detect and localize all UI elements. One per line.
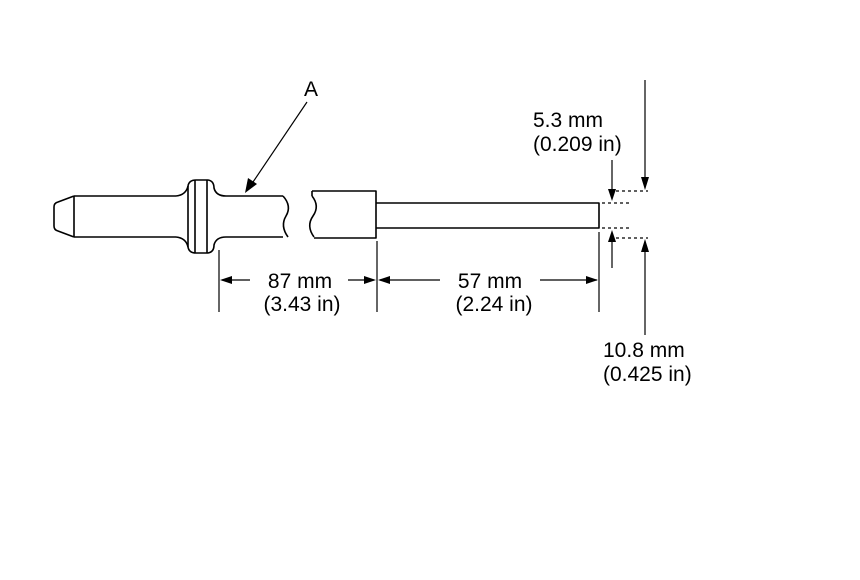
tip-length-imperial: (2.24 in) bbox=[455, 293, 532, 316]
dimension-tip-length: 57 mm (2.24 in) bbox=[378, 270, 598, 316]
dimension-body-length: 87 mm (3.43 in) bbox=[220, 270, 376, 316]
dimension-tip-diameter: 5.3 mm (0.209 in) bbox=[533, 109, 630, 268]
tool-working-end bbox=[308, 190, 600, 239]
body-length-metric: 87 mm bbox=[268, 270, 332, 293]
body-length-imperial: (3.43 in) bbox=[263, 293, 340, 316]
callout-a: A bbox=[245, 78, 318, 193]
dimension-shank-diameter: 10.8 mm (0.425 in) bbox=[603, 80, 692, 386]
shank-diameter-metric: 10.8 mm bbox=[603, 339, 685, 362]
shank-diameter-imperial: (0.425 in) bbox=[603, 363, 692, 386]
callout-a-label: A bbox=[304, 78, 318, 101]
extension-lines bbox=[218, 232, 600, 312]
tool-shank bbox=[53, 179, 290, 254]
tip-diameter-imperial: (0.209 in) bbox=[533, 133, 622, 156]
tip-length-metric: 57 mm bbox=[458, 270, 522, 293]
tip-diameter-metric: 5.3 mm bbox=[533, 109, 603, 132]
